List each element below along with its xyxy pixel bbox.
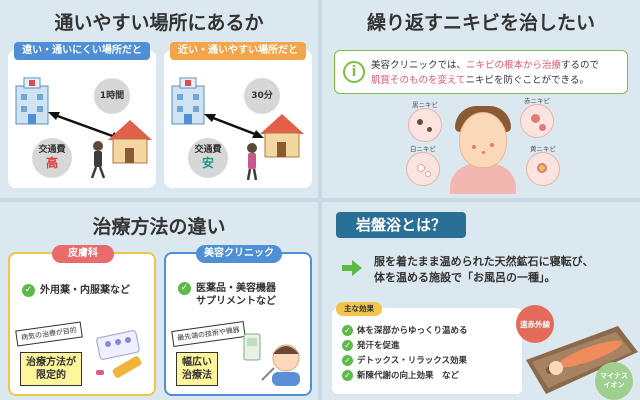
check-icon: ✓: [178, 282, 191, 295]
house-icon: [108, 120, 152, 164]
info-icon: i: [343, 61, 365, 83]
fee-value-near: 安: [201, 156, 214, 171]
bedrock-description: 服を着たまま温められた天然鉱石に寝転び、 体を温める施設で「お風呂の一種」。: [374, 255, 594, 284]
check-icon: ✓: [342, 354, 353, 366]
time-far: 1時間: [99, 90, 125, 101]
label-yellow-acne: 黄ニキビ: [530, 145, 556, 153]
effect-item: ✓デトックス・リラックス効果: [342, 354, 467, 366]
info-line1-a: 美容クリニックでは、: [371, 60, 467, 71]
check-icon: ✓: [342, 369, 353, 381]
yellow-acne-skin-icon: [526, 152, 560, 186]
bedrock-bath-illustration: [526, 326, 638, 394]
info-line1-highlight: ニキビの根本から治療: [466, 60, 562, 71]
hospital-icon: [15, 77, 49, 125]
dermatology-item: ✓ 外用薬・内服薬など: [22, 284, 130, 297]
panel-acne-title: 繰り返すニキビを治したい: [366, 12, 595, 34]
info-line1-c: するので: [561, 60, 600, 71]
check-icon: ✓: [342, 324, 353, 336]
house-icon: [260, 114, 304, 158]
medicine-icon: [96, 330, 142, 378]
panel-acne: 繰り返すニキビを治したい i 美容クリニックでは、ニキビの根本から治療するので …: [322, 0, 640, 198]
card-near-header: 近い・通いやすい場所だと: [170, 42, 306, 60]
check-icon: ✓: [22, 284, 35, 297]
facial-treatment-icon: [243, 333, 300, 386]
effects-box: [332, 308, 522, 394]
card-near: 近い・通いやすい場所だと: [164, 42, 312, 188]
panel-access-title: 通いやすい場所にあるか: [54, 12, 264, 34]
far-illustration: [15, 77, 152, 179]
time-bubble-far: 1時間: [94, 78, 130, 114]
red-acne-skin-icon: [520, 104, 554, 138]
negative-ion-badge: マイナスイオン: [595, 362, 633, 400]
card-far-header: 遠い・通いにくい場所だと: [14, 42, 150, 60]
hospital-icon: [171, 77, 205, 125]
panel-bedrock-bath: 岩盤浴とは？ 服を着たまま温められた天然鉱石に寝転び、 体を温める施設で「お風呂…: [322, 202, 640, 400]
distance-arrow-icon: [204, 114, 264, 138]
label-blackhead: 黒ニキビ: [412, 101, 438, 109]
panel-treatment-title: 治療方法の違い: [92, 216, 226, 238]
tag-dermatology: 皮膚科: [52, 245, 114, 263]
card-clinic: 美容クリニック ✓ 医薬品・美容機器サプリメントなど 最先端の技術や機器 幅広い…: [164, 245, 312, 396]
info-line2-highlight: 肌質そのものを変えて: [371, 75, 466, 86]
time-bubble-near: 30分: [244, 78, 280, 114]
whitehead-skin-icon: [406, 152, 440, 186]
blackhead-skin-icon: [408, 108, 442, 142]
label-whitehead: 白ニキビ: [410, 145, 436, 153]
dermatology-result-box: 治療方法が 限定的: [20, 352, 82, 386]
check-icon: ✓: [342, 339, 353, 351]
card-far: 遠い・通いにくい場所だと: [8, 42, 156, 188]
fee-bubble-near: 交通費 安: [188, 138, 228, 178]
tag-clinic: 美容クリニック: [196, 245, 282, 263]
smiling-person-icon: [246, 143, 258, 181]
walking-person-icon: [90, 141, 106, 179]
effect-item: ✓新陳代謝の向上効果 など: [342, 369, 459, 381]
effect-item: ✓発汗を促進: [342, 339, 400, 351]
panel-access: 通いやすい場所にあるか 遠い・通いにくい場所だと: [0, 0, 318, 198]
clinic-result-box: 幅広い 治療法: [176, 352, 218, 386]
far-infrared-badge: 遠赤外線: [516, 305, 554, 343]
card-dermatology: 皮膚科 ✓ 外用薬・内服薬など 病気の治療が目的 治療方法が 限定的: [8, 245, 156, 396]
callout-clinic: 最先端の技術や機器: [171, 320, 246, 348]
distance-arrow-icon: [48, 112, 122, 140]
info-line2-b: ニキビを防ぐことができる。: [465, 75, 589, 86]
callout-dermatology: 病気の治療が目的: [15, 321, 83, 347]
acne-info-box: i 美容クリニックでは、ニキビの根本から治療するので 肌質そのものを変えてニキビ…: [334, 50, 628, 94]
label-red-acne: 赤ニキビ: [524, 97, 550, 105]
effects-tag: 主な効果: [336, 302, 382, 316]
effect-item: ✓体を深部からゆっくり温める: [342, 324, 468, 336]
arrow-right-icon: [342, 260, 362, 276]
person-shirt: [450, 164, 516, 194]
fee-label-far: 交通費: [38, 145, 66, 156]
panel-treatment: 治療方法の違い 皮膚科 ✓ 外用薬・内服薬など 病気の治療が目的 治療方法が 限…: [0, 202, 318, 400]
clinic-item: ✓ 医薬品・美容機器サプリメントなど: [178, 282, 276, 308]
time-near: 30分: [251, 90, 273, 101]
near-illustration: [171, 77, 304, 181]
panel-bedrock-title: 岩盤浴とは？: [336, 212, 466, 238]
fee-bubble-far: 交通費 高: [32, 138, 72, 178]
fee-value-far: 高: [45, 156, 58, 171]
acne-info-text: 美容クリニックでは、ニキビの根本から治療するので 肌質そのものを変えてニキビを防…: [371, 58, 621, 88]
worried-face-icon: [459, 112, 507, 168]
fee-label-near: 交通費: [194, 145, 222, 156]
